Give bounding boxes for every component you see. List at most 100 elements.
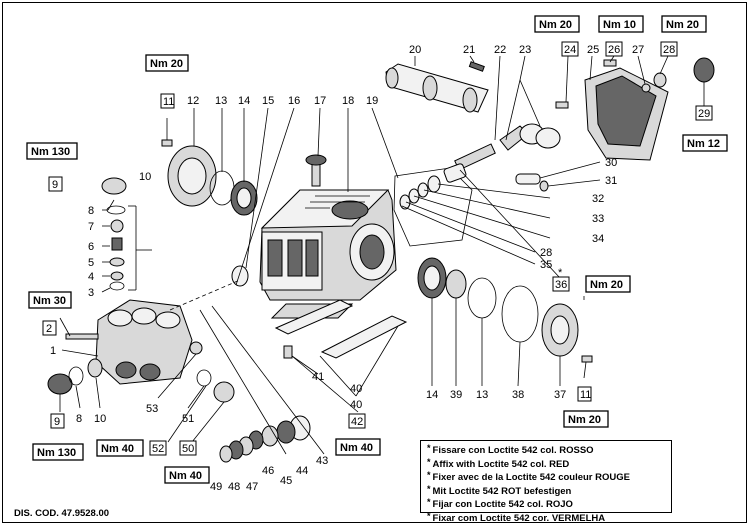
part-12: 12 xyxy=(187,95,199,107)
note-it: *Fissare con Loctite 542 col. ROSSO xyxy=(427,443,594,456)
part-8-b: 8 xyxy=(76,413,82,425)
part-49: 49 xyxy=(210,481,222,493)
part-32: 32 xyxy=(592,193,604,205)
torque-part-2: Nm 30 xyxy=(33,295,66,307)
crankcase-oil-seal xyxy=(231,265,249,287)
part-2: 2 xyxy=(46,323,52,335)
part-35: 35 xyxy=(540,259,552,271)
torque-part-50: Nm 40 xyxy=(169,470,202,482)
part-1: 1 xyxy=(50,345,56,357)
packing-seal-kit xyxy=(219,415,311,463)
plunger-seals xyxy=(399,163,467,210)
part-18: 18 xyxy=(342,95,354,107)
torque-part-36: Nm 20 xyxy=(590,279,623,291)
mounting-feet xyxy=(274,299,408,359)
asterisk-mark: * xyxy=(558,267,563,279)
part-51: 51 xyxy=(182,413,194,425)
part-numbers: 12 13 14 15 16 17 18 19 20 21 22 23 25 2… xyxy=(50,44,644,493)
part-23: 23 xyxy=(519,44,531,56)
part-37: 37 xyxy=(554,389,566,401)
part-36: 36 xyxy=(555,279,567,291)
part-45: 45 xyxy=(280,475,292,487)
part-10-a: 10 xyxy=(139,171,151,183)
part-28-b: 28 xyxy=(540,247,552,259)
right-bearing-group xyxy=(417,257,593,363)
part-33: 33 xyxy=(592,213,604,225)
torque-labels: Nm 20 Nm 130 Nm 30 Nm 130 Nm 40 Nm 40 Nm… xyxy=(26,15,728,484)
part-34: 34 xyxy=(592,233,604,245)
part-14-b: 14 xyxy=(426,389,438,401)
part-39: 39 xyxy=(450,389,462,401)
part-28-top: 28 xyxy=(663,44,675,56)
part-48: 48 xyxy=(228,481,240,493)
oil-dipstick-cap xyxy=(305,154,327,187)
part-24: 24 xyxy=(564,44,576,56)
part-30: 30 xyxy=(605,157,617,169)
note-fr: *Fixer avec de la Loctite 542 couleur RO… xyxy=(427,470,630,484)
torque-part-42: Nm 40 xyxy=(340,442,373,454)
part-41: 41 xyxy=(312,371,324,383)
note-pt: *Fixar com Loctite 542 cor. VERMELHA xyxy=(427,510,606,524)
crankshaft xyxy=(385,63,489,113)
torque-part-11-top: Nm 20 xyxy=(150,58,183,70)
part-40-b: 40 xyxy=(350,399,362,411)
torque-part-9-top: Nm 130 xyxy=(31,146,70,158)
part-40-a: 40 xyxy=(350,383,362,395)
manifold-head xyxy=(65,299,193,385)
part-42: 42 xyxy=(351,416,363,428)
valve-plugs-lower xyxy=(47,341,235,403)
left-bearing-cover xyxy=(161,139,258,216)
torque-part-52: Nm 40 xyxy=(101,443,134,455)
part-11-bottom: 11 xyxy=(580,389,591,401)
part-31: 31 xyxy=(605,175,617,187)
part-3: 3 xyxy=(88,287,94,299)
torque-part-11-bottom: Nm 20 xyxy=(568,414,601,426)
part-44: 44 xyxy=(296,465,308,477)
part-15: 15 xyxy=(262,95,274,107)
part-20: 20 xyxy=(409,44,421,56)
note-es: *Fijar con Loctite 542 col. ROJO xyxy=(427,497,573,511)
part-50: 50 xyxy=(182,443,194,455)
leader-lines xyxy=(59,55,705,455)
note-de: *Mit Loctite 542 ROT befestigen xyxy=(427,483,572,497)
part-47: 47 xyxy=(246,481,258,493)
part-13: 13 xyxy=(215,95,227,107)
part-25: 25 xyxy=(587,44,599,56)
part-16: 16 xyxy=(288,95,300,107)
part-8-a: 8 xyxy=(88,205,94,217)
drawing-code: DIS. COD. 47.9528.00 xyxy=(14,508,110,519)
part-46: 46 xyxy=(262,465,274,477)
part-5: 5 xyxy=(88,257,94,269)
pump-crankcase xyxy=(259,189,397,319)
part-17: 17 xyxy=(314,95,326,107)
torque-part-28: Nm 20 xyxy=(666,19,699,31)
part-11-top: 11 xyxy=(163,96,174,108)
connecting-rods xyxy=(454,123,561,171)
rear-cover xyxy=(555,57,715,161)
torque-part-24: Nm 20 xyxy=(539,19,572,31)
shaft-key xyxy=(468,61,485,72)
part-43: 43 xyxy=(316,455,328,467)
part-13-b: 13 xyxy=(476,389,488,401)
part-7: 7 xyxy=(88,221,94,233)
part-53: 53 xyxy=(146,403,158,415)
part-38: 38 xyxy=(512,389,524,401)
part-27: 27 xyxy=(632,44,644,56)
part-6: 6 xyxy=(88,241,94,253)
part-22: 22 xyxy=(494,44,506,56)
part-29: 29 xyxy=(698,108,710,120)
part-4: 4 xyxy=(88,271,94,283)
torque-part-9-bottom: Nm 130 xyxy=(37,447,76,459)
part-52: 52 xyxy=(152,443,164,455)
assembly-axis xyxy=(169,279,241,311)
torque-part-26: Nm 10 xyxy=(603,19,636,31)
valve-stack xyxy=(101,177,127,291)
torque-part-29: Nm 12 xyxy=(687,138,720,150)
part-19: 19 xyxy=(366,95,378,107)
part-9-bottom: 9 xyxy=(54,416,60,428)
part-9-top: 9 xyxy=(52,179,58,191)
note-en: *Affix with Loctite 542 col. RED xyxy=(427,456,570,470)
